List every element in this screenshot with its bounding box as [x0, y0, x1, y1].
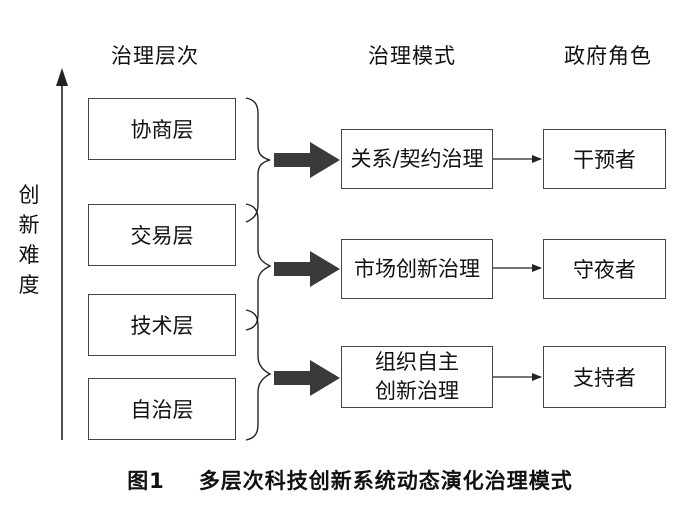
figure-title: 多层次科技创新系统动态演化治理模式: [198, 469, 573, 493]
header-governance-levels: 治理层次: [111, 44, 199, 68]
role-label: 干预者: [573, 148, 636, 172]
role-label: 支持者: [573, 366, 636, 390]
mode-box-organizational-autonomous: 组织自主 创新治理: [341, 346, 493, 408]
level-label: 技术层: [130, 314, 194, 338]
axis-label-char: 创: [18, 183, 40, 207]
level-box-autonomy: 自治层: [88, 378, 236, 440]
level-label: 协商层: [130, 118, 194, 142]
level-label: 交易层: [130, 224, 194, 248]
brace-bottom: [245, 309, 272, 441]
mode-label-line1: 组织自主: [375, 350, 459, 374]
mode-label: 市场创新治理: [354, 256, 480, 281]
difficulty-axis-arrow: [56, 68, 68, 440]
role-box-interventionist: 干预者: [543, 129, 666, 189]
level-label: 自治层: [130, 398, 194, 422]
axis-label-char: 难: [18, 243, 40, 267]
figure-caption: 图1 多层次科技创新系统动态演化治理模式: [0, 465, 700, 495]
level-box-transaction: 交易层: [88, 204, 236, 266]
level-box-technical: 技术层: [88, 294, 236, 356]
axis-label-char: 新: [18, 213, 40, 237]
mode-box-relational-contract: 关系/契约治理: [341, 129, 493, 189]
axis-label-char: 度: [18, 273, 40, 297]
thick-arrow-top: [274, 142, 340, 178]
role-box-supporter: 支持者: [543, 346, 666, 408]
brace-top: [245, 97, 271, 223]
thick-arrow-bottom: [274, 360, 340, 396]
figure-number: 图1: [127, 469, 165, 493]
mode-label: 关系/契约治理: [350, 146, 484, 171]
mode-box-market-innovation: 市场创新治理: [341, 239, 493, 299]
mode-label-line2: 创新治理: [375, 379, 459, 403]
role-label: 守夜者: [573, 258, 636, 282]
role-box-night-watchman: 守夜者: [543, 239, 666, 299]
level-box-consultation: 协商层: [88, 98, 236, 160]
axis-label-innovation-difficulty: 创 新 难 度: [17, 180, 41, 300]
header-government-roles: 政府角色: [564, 44, 652, 68]
header-governance-modes: 治理模式: [368, 44, 456, 68]
thick-arrow-middle: [274, 251, 340, 287]
